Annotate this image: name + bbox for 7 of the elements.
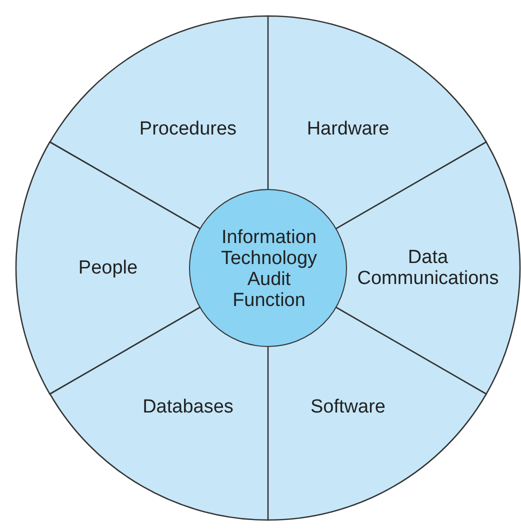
segment-label: Procedures (138, 118, 238, 140)
center-label: Information Technology Audit Function (220, 227, 318, 311)
segment-label: People (77, 258, 139, 278)
segment-label: Hardware (306, 118, 390, 140)
segment-label: Data Communications (356, 247, 500, 289)
segment-label: Software (310, 396, 386, 418)
segment-label: Databases (142, 396, 234, 418)
